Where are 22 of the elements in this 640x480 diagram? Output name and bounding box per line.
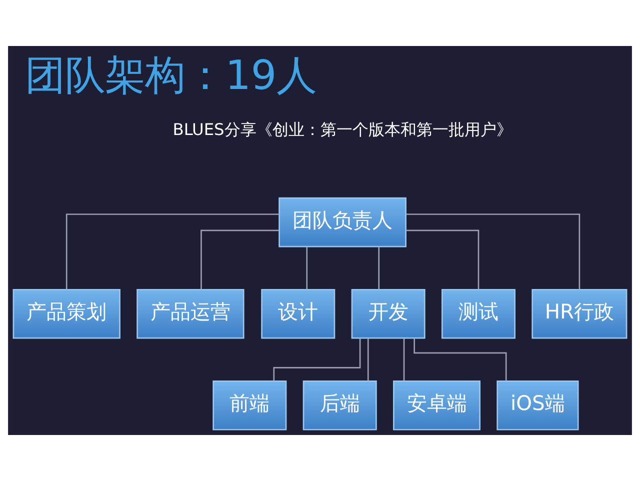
connector	[200, 229, 279, 289]
connector	[66, 213, 280, 289]
node-box: 后端	[302, 380, 377, 430]
connector	[378, 246, 380, 289]
node-box: 开发	[351, 288, 426, 338]
connector	[306, 246, 308, 289]
connector	[403, 338, 405, 380]
connector	[406, 229, 480, 289]
label: BLUES分享《创业：第一个版本和第一批用户》	[172, 119, 512, 138]
node-box: 设计	[261, 288, 336, 338]
diagram-title: 团队架构：19人	[25, 52, 317, 99]
node-box: 团队负责人	[278, 196, 406, 247]
node-box: HR行政	[532, 288, 628, 338]
connector	[367, 338, 369, 380]
node-box: iOS端	[496, 380, 579, 430]
node-box: 测试	[441, 288, 516, 338]
node-box: 安卓端	[393, 380, 481, 430]
connector	[406, 213, 580, 289]
connector	[414, 338, 507, 380]
node-box: 产品运营	[136, 288, 244, 338]
node-box: 产品策划	[12, 288, 120, 338]
node-box: 前端	[212, 380, 287, 430]
